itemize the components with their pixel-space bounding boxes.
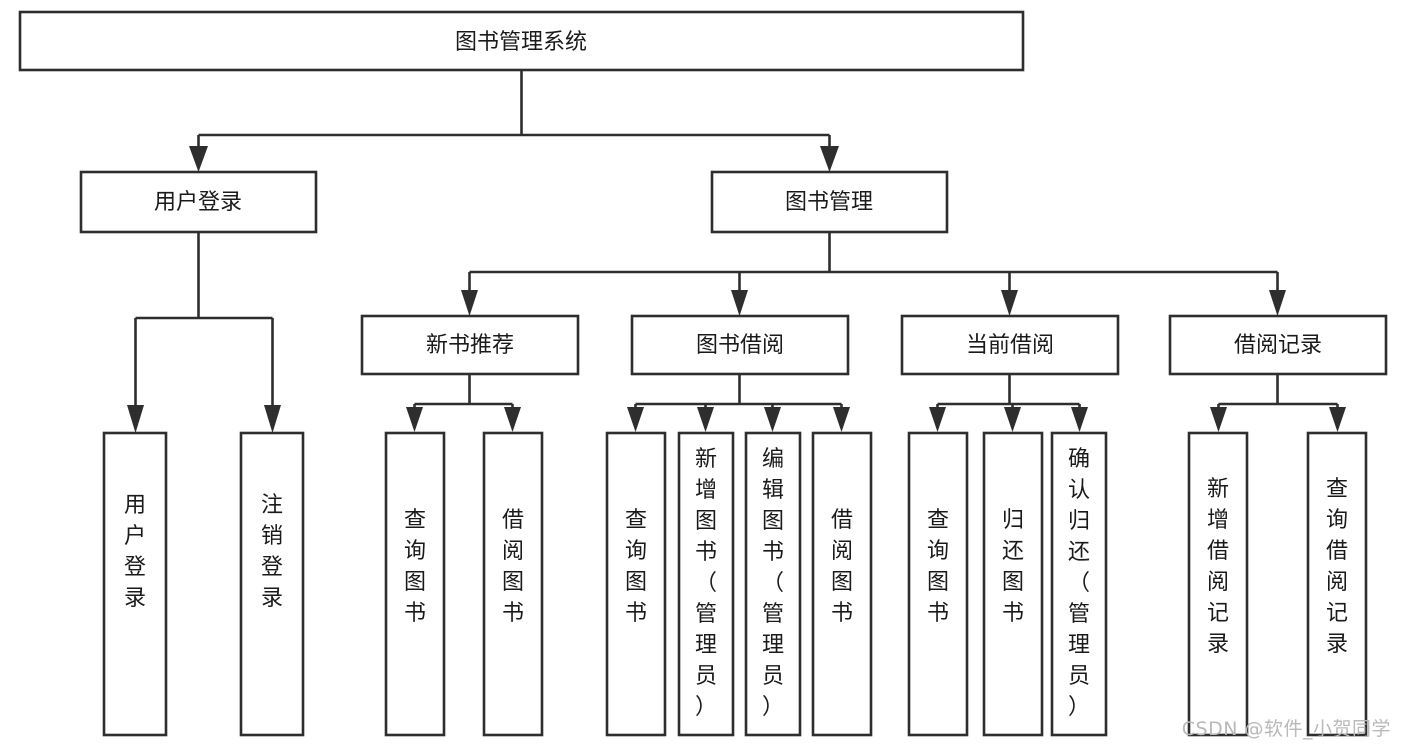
node-new-book-recommend-box[interactable] — [360, 314, 580, 376]
arrow-head-leaf-user-login — [127, 405, 144, 433]
node-root[interactable]: 图书管理系统 — [18, 10, 1025, 72]
leaf-user-login[interactable]: 用户登录 — [102, 431, 168, 737]
node-root-box[interactable] — [18, 10, 1025, 72]
leaf-br-add-record[interactable]: 新增借阅记录 — [1187, 431, 1249, 737]
leaf-logout-label: 注销登录 — [261, 493, 283, 611]
leaf-br-add-record-box[interactable] — [1187, 431, 1249, 737]
leaf-bb-edit-book-admin-box[interactable] — [744, 431, 802, 737]
leaf-cb-query-book-box[interactable] — [907, 431, 969, 737]
node-borrow-record-label: 借阅记录 — [1234, 333, 1322, 358]
arrow-head-leaf-logout — [264, 405, 281, 433]
leaf-bb-add-book-admin-label: 新增图书（管理员） — [695, 447, 717, 720]
node-book-borrow-label: 图书借阅 — [696, 333, 784, 358]
leaf-bb-query-book[interactable]: 查询图书 — [605, 431, 667, 737]
arrow-head-cb-leaf-2 — [1004, 407, 1021, 432]
leaf-cb-confirm-return-admin-label: 确认归还（管理员） — [1068, 447, 1090, 720]
leaf-cb-confirm-return-admin[interactable]: 确认归还（管理员） — [1050, 431, 1108, 737]
leaf-bb-query-book-box[interactable] — [605, 431, 667, 737]
leaf-bb-borrow-book-label: 借阅图书 — [831, 508, 853, 626]
leaf-bb-borrow-book[interactable]: 借阅图书 — [811, 431, 873, 737]
arrow-head-current-borrow — [1001, 290, 1018, 316]
connectors-group — [127, 70, 1346, 433]
leaf-br-add-record-label: 新增借阅记录 — [1207, 477, 1229, 657]
arrow-head-bb-leaf-3 — [764, 407, 781, 432]
leaf-cb-return-book[interactable]: 归还图书 — [982, 431, 1044, 737]
leaf-br-query-record-label: 查询借阅记录 — [1326, 477, 1348, 657]
arrow-head-book-mgmt — [820, 146, 839, 172]
arrow-head-user-login — [189, 146, 208, 172]
node-new-book-recommend-label: 新书推荐 — [426, 333, 514, 358]
leaf-nb-borrow-book-label: 借阅图书 — [502, 508, 524, 626]
leaf-nb-query-book[interactable]: 查询图书 — [384, 431, 446, 737]
arrow-head-bb-leaf-4 — [833, 407, 850, 432]
arrow-head-br-leaf-1 — [1210, 407, 1227, 432]
arrow-head-cb-leaf-1 — [929, 407, 946, 432]
node-borrow-record-box[interactable] — [1168, 314, 1388, 376]
leaf-logout-box[interactable] — [239, 431, 305, 737]
leaf-cb-query-book-label: 查询图书 — [927, 508, 949, 626]
leaf-nb-borrow-book-box[interactable] — [482, 431, 544, 737]
leaf-br-query-record-box[interactable] — [1306, 431, 1368, 737]
leaf-logout[interactable]: 注销登录 — [239, 431, 305, 737]
node-book-management-label: 图书管理 — [785, 190, 873, 215]
arrow-head-bb-leaf-2 — [697, 407, 714, 432]
node-book-borrow-box[interactable] — [630, 314, 850, 376]
node-book-borrow[interactable]: 图书借阅 — [630, 314, 850, 376]
leaf-user-login-label: 用户登录 — [124, 493, 146, 611]
node-user-login-box[interactable] — [79, 170, 318, 234]
leaf-bb-add-book-admin[interactable]: 新增图书（管理员） — [677, 431, 735, 737]
leaf-nb-query-book-label: 查询图书 — [404, 508, 426, 626]
node-current-borrow-box[interactable] — [900, 314, 1120, 376]
leaf-bb-borrow-book-box[interactable] — [811, 431, 873, 737]
leaf-cb-return-book-label: 归还图书 — [1002, 508, 1024, 626]
arrow-head-borrow-record — [1269, 290, 1286, 316]
arrow-head-cb-leaf-3 — [1071, 407, 1088, 432]
leaf-nb-query-book-box[interactable] — [384, 431, 446, 737]
node-user-login-label: 用户登录 — [154, 190, 242, 215]
leaf-br-query-record[interactable]: 查询借阅记录 — [1306, 431, 1368, 737]
leaf-bb-add-book-admin-box[interactable] — [677, 431, 735, 737]
arrow-head-nb-leaf-2 — [504, 407, 521, 432]
leaf-nb-borrow-book[interactable]: 借阅图书 — [482, 431, 544, 737]
leaf-bb-query-book-label: 查询图书 — [625, 508, 647, 626]
arrow-head-nb-leaf-1 — [406, 407, 423, 432]
leaf-bb-edit-book-admin-label: 编辑图书（管理员） — [762, 447, 784, 720]
arrow-head-br-leaf-2 — [1329, 407, 1346, 432]
leaf-cb-query-book[interactable]: 查询图书 — [907, 431, 969, 737]
node-root-label: 图书管理系统 — [455, 30, 587, 55]
node-current-borrow[interactable]: 当前借阅 — [900, 314, 1120, 376]
arrow-head-book-borrow — [731, 290, 748, 316]
csdn-watermark: CSDN @软件_小贺同学 — [1181, 718, 1391, 740]
node-borrow-record[interactable]: 借阅记录 — [1168, 314, 1388, 376]
node-new-book-recommend[interactable]: 新书推荐 — [360, 314, 580, 376]
leaf-user-login-box[interactable] — [102, 431, 168, 737]
node-book-management[interactable]: 图书管理 — [710, 170, 949, 234]
arrow-head-bb-leaf-1 — [627, 407, 644, 432]
arrow-head-new-books — [461, 290, 478, 316]
node-user-login[interactable]: 用户登录 — [79, 170, 318, 234]
node-book-management-box[interactable] — [710, 170, 949, 234]
leaf-bb-edit-book-admin[interactable]: 编辑图书（管理员） — [744, 431, 802, 737]
node-current-borrow-label: 当前借阅 — [966, 333, 1054, 358]
leaf-cb-return-book-box[interactable] — [982, 431, 1044, 737]
leaf-cb-confirm-return-admin-box[interactable] — [1050, 431, 1108, 737]
